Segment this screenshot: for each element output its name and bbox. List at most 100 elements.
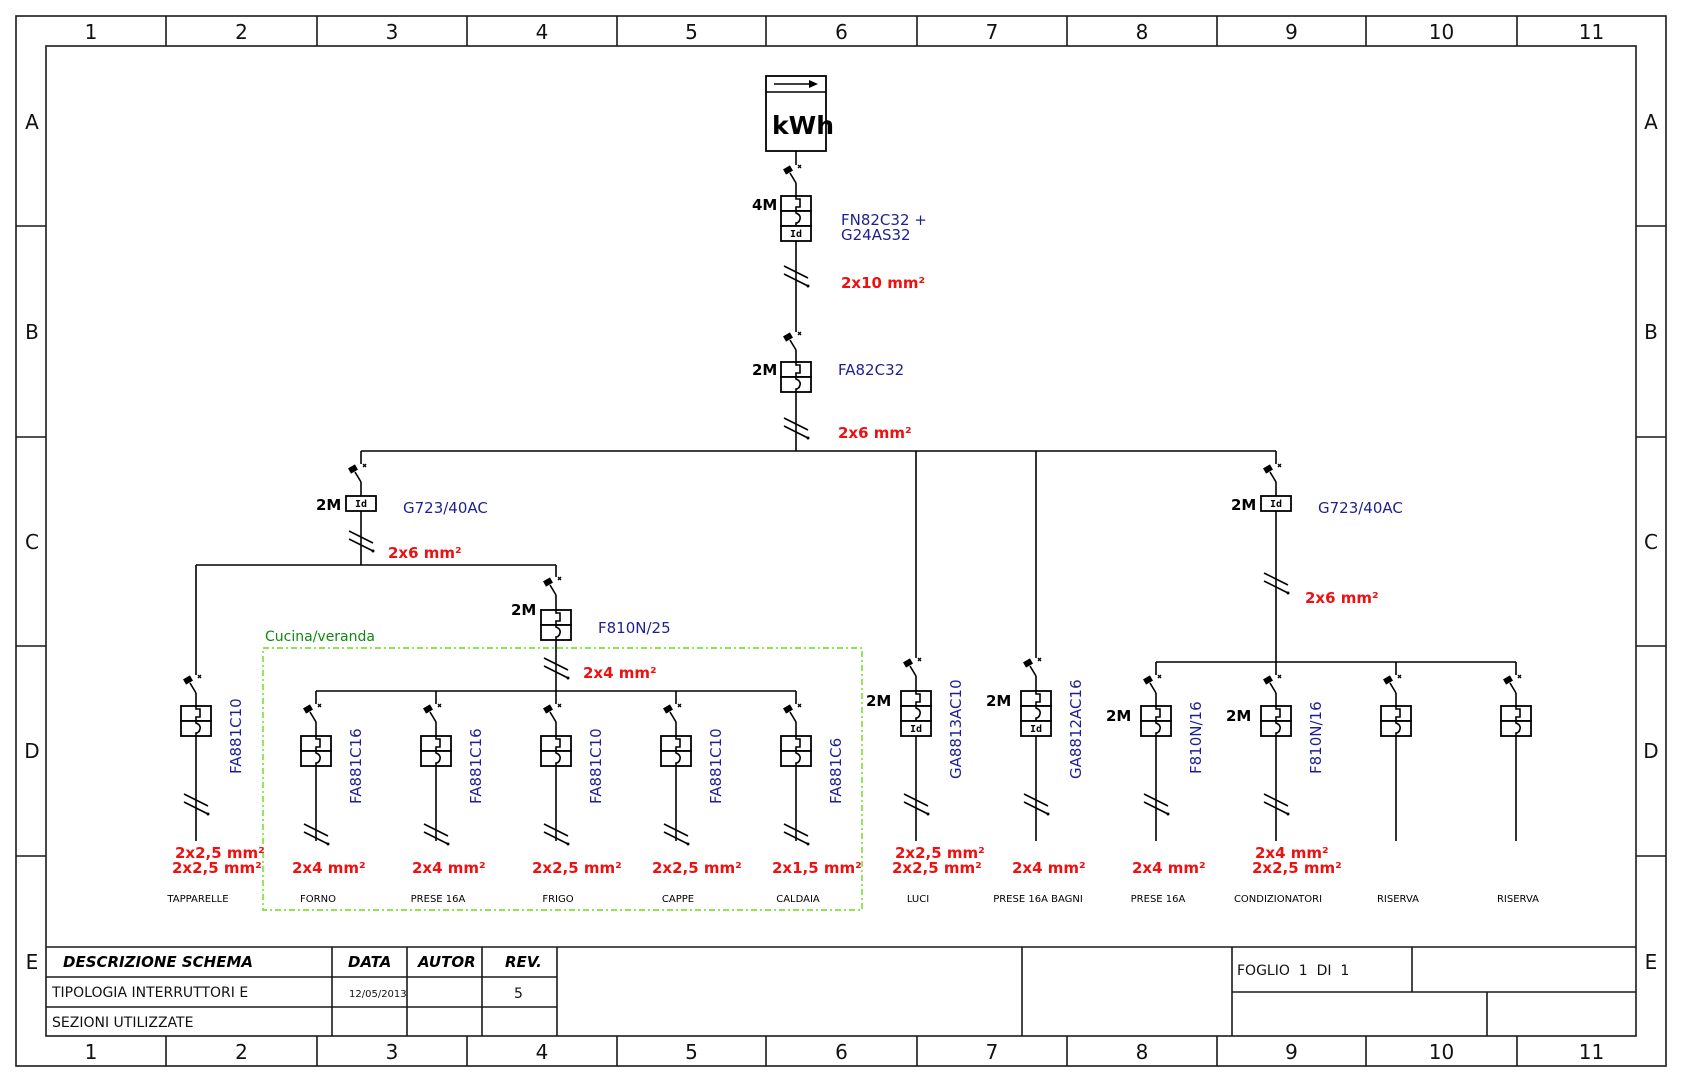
title-block: DESCRIZIONE SCHEMA DATA AUTOR REV. TIPOL… — [46, 946, 1636, 1036]
switch-contact-icon — [303, 702, 322, 723]
column-marker-bottom: 10 — [1429, 1040, 1454, 1064]
left-rcd-modules: 2M — [316, 496, 341, 514]
x-mark — [557, 703, 562, 708]
x-mark — [317, 703, 322, 708]
circuit: RISERVA — [1377, 894, 1419, 905]
column-marker-bottom: 2 — [235, 1040, 248, 1064]
switch-contact-icon — [783, 702, 802, 723]
slash-dot — [806, 842, 810, 846]
breaker-icon — [1260, 705, 1292, 737]
contact-blade — [354, 471, 362, 483]
thermal-trip-icon — [315, 751, 321, 766]
slash — [183, 793, 209, 807]
actuator — [543, 704, 553, 714]
breaker-section — [900, 720, 932, 737]
circuit-breaker-code: F810N/16 — [1307, 701, 1325, 774]
tb-description-line2: SEZIONI UTILIZZATE — [52, 1015, 193, 1031]
magnetic-trip-icon — [795, 362, 801, 377]
slash-dot — [566, 842, 570, 846]
contact-blade — [189, 682, 197, 694]
slash-dot — [926, 812, 930, 816]
breaker-icon — [660, 735, 692, 767]
breaker-icon — [1380, 705, 1412, 737]
cable-marker-icon — [543, 657, 570, 680]
actuator — [1143, 675, 1153, 685]
contact-blade — [909, 665, 917, 677]
x-mark — [797, 703, 802, 708]
magnetic-trip-icon — [915, 691, 921, 706]
circuit-breaker-code: F810N/16 — [1187, 701, 1205, 774]
thermal-trip-icon — [795, 751, 801, 766]
circuit-cable-section-2: 2x1,5 mm² — [772, 859, 862, 877]
slash-dot — [371, 549, 375, 553]
slash — [663, 823, 689, 837]
column-marker-top: 9 — [1285, 20, 1298, 44]
contact-blade — [1149, 682, 1157, 694]
column-marker-top: 4 — [536, 20, 549, 44]
slash — [543, 831, 569, 845]
slash — [1023, 801, 1049, 815]
cable-marker-icon — [1263, 572, 1290, 595]
slash — [663, 831, 689, 845]
wiring — [195, 151, 1517, 841]
circuit-breaker-code: FA881C16 — [347, 728, 365, 804]
tb-date-header: DATA — [348, 953, 391, 971]
breaker-icon — [780, 361, 812, 393]
circuit-modules: 2M — [986, 692, 1011, 710]
column-marker-bottom: 5 — [685, 1040, 698, 1064]
row-marker-left: B — [25, 320, 39, 344]
slash — [303, 823, 329, 837]
thermal-trip-icon — [1515, 721, 1521, 736]
residual-current-icon: Id — [1270, 499, 1282, 510]
actuator — [783, 704, 793, 714]
cable-marker-icon — [183, 793, 210, 816]
circuit-cable-section-2: 2x4 mm² — [292, 859, 366, 877]
circuit-load-name: PRESE 16A — [411, 894, 466, 905]
circuit-cable-section-2: 2x2,5 mm² — [1252, 859, 1342, 877]
breaker2-modules: 2M — [752, 361, 777, 379]
slash — [303, 831, 329, 845]
slash — [1263, 580, 1289, 594]
meter-arrow-head-icon — [809, 80, 818, 88]
contact-blade — [1509, 682, 1517, 694]
contact-blade — [1029, 665, 1037, 677]
slash — [183, 801, 209, 815]
circuit-cable-section-1: 2x2,5 mm² — [175, 844, 265, 862]
slash — [1143, 793, 1169, 807]
magnetic-trip-icon — [315, 736, 321, 751]
circuit-cable-section-2: 2x2,5 mm² — [172, 859, 262, 877]
breaker-icon: Id — [1020, 690, 1052, 737]
breaker-icon — [540, 609, 572, 641]
column-marker-top: 1 — [85, 20, 98, 44]
cable-marker-icon — [348, 530, 375, 553]
circuit-load-name: CONDIZIONATORI — [1234, 894, 1322, 905]
circuit-load-name: PRESE 16A BAGNI — [993, 894, 1083, 905]
slash-dot — [806, 436, 810, 440]
circuit-load-name: FRIGO — [542, 894, 573, 905]
slash — [903, 801, 929, 815]
cable-marker-icon — [1023, 793, 1050, 816]
circuit-breaker-code: FA881C10 — [227, 698, 245, 774]
circuit: RISERVA — [1497, 894, 1539, 905]
column-marker-bottom: 9 — [1285, 1040, 1298, 1064]
switch-contact-icon — [1383, 673, 1402, 694]
magnetic-trip-icon — [795, 736, 801, 751]
row-marker-left: A — [25, 110, 39, 134]
actuator — [303, 704, 313, 714]
row-marker-right: E — [1645, 950, 1658, 974]
slash — [1263, 793, 1289, 807]
circuit-cable-section-2: 2x4 mm² — [1012, 859, 1086, 877]
contact-blade — [789, 172, 797, 184]
slash — [423, 823, 449, 837]
row-marker-left: D — [24, 739, 39, 763]
residual-current-icon: Id — [910, 724, 922, 735]
right-rcd-cable-section: 2x6 mm² — [1305, 589, 1379, 607]
tb-rev: 5 — [514, 986, 523, 1002]
contact-blade — [669, 711, 677, 723]
actuator — [183, 675, 193, 685]
x-mark — [437, 703, 442, 708]
main-cable-section: 2x10 mm² — [841, 274, 925, 292]
